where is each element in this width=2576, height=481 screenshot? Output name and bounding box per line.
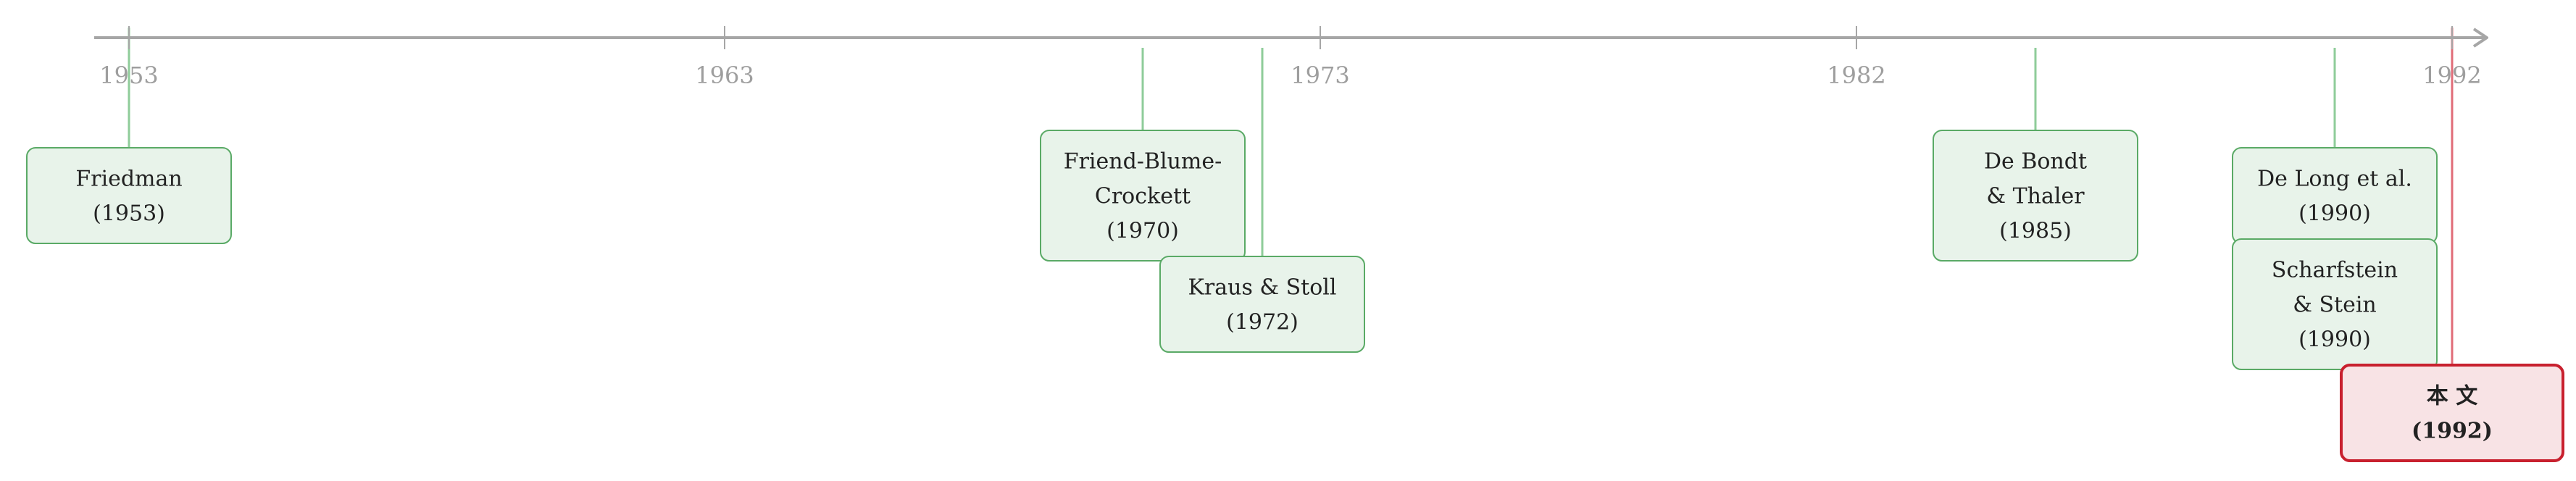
- event-label-line: Crockett: [1095, 184, 1191, 209]
- event-label-line: (1990): [2298, 327, 2371, 353]
- event-box-friedman: Friedman (1953): [26, 147, 232, 244]
- event-label-line: & Thaler: [1986, 184, 2085, 209]
- event-box-frame: [1159, 256, 1365, 353]
- event-label-line: & Stein: [2293, 293, 2377, 318]
- event-label-line: Scharfstein: [2272, 258, 2398, 283]
- event-box-friend-blume-crockett: Friend-Blume- Crockett (1970): [1040, 130, 1246, 262]
- event-label-line: Friedman: [75, 167, 182, 192]
- event-label-line: Kraus & Stoll: [1188, 275, 1337, 301]
- event-box-frame: [2232, 147, 2438, 244]
- event-label-line: 本 文: [2427, 384, 2477, 409]
- timeline-axis: [94, 28, 2488, 48]
- event-box-this-paper: 本 文 (1992): [2340, 364, 2564, 462]
- event-box-frame: [1933, 130, 2138, 262]
- event-box-scharfstein-stein: Scharfstein & Stein (1990): [2232, 238, 2438, 370]
- event-label-line: (1992): [2412, 419, 2493, 444]
- event-box-frame: [2232, 238, 2438, 370]
- event-label-line: (1970): [1106, 219, 1179, 244]
- tick-label: 1982: [1827, 62, 1885, 89]
- event-box-kraus-stoll: Kraus & Stoll (1972): [1159, 256, 1365, 353]
- event-box-frame: [2340, 364, 2564, 462]
- tick-label: 1992: [2422, 62, 2481, 89]
- event-label-line: (1985): [1999, 219, 2072, 244]
- event-label-line: (1953): [93, 201, 165, 227]
- event-label-line: (1990): [2298, 201, 2371, 227]
- axis-arrowhead: [2472, 28, 2488, 48]
- event-box-frame: [26, 147, 232, 244]
- event-box-de-long: De Long et al. (1990): [2232, 147, 2438, 244]
- tick-label: 1953: [99, 62, 158, 89]
- event-label-line: Friend-Blume-: [1064, 149, 1222, 175]
- event-label-line: De Long et al.: [2257, 167, 2412, 192]
- event-box-frame: [1040, 130, 1246, 262]
- event-boxes: Friedman (1953) Friend-Blume- Crockett (1970…: [26, 130, 2564, 462]
- axis-ticks: 1953 1963 1973 1982 1992: [99, 26, 2482, 89]
- event-box-de-bondt-thaler: De Bondt & Thaler (1985): [1933, 130, 2138, 262]
- tick-label: 1973: [1291, 62, 1349, 89]
- event-label-line: De Bondt: [1984, 149, 2087, 175]
- tick-label: 1963: [695, 62, 754, 89]
- event-label-line: (1972): [1226, 310, 1299, 335]
